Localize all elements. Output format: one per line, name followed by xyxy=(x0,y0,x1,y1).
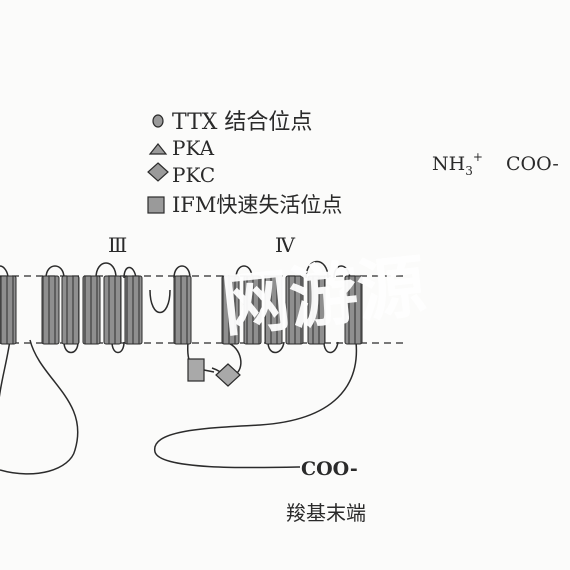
helix-iv-s3 xyxy=(264,275,283,345)
carboxyl-terminus-label: 羧基末端 xyxy=(286,501,366,525)
legend-ttx: TTX 结合位点 xyxy=(172,110,312,135)
legend: TTX 结合位点 PKA PKC IFM快速失活位点 xyxy=(147,110,342,217)
helix-iii-s2 xyxy=(61,275,80,345)
helix-iii-s6 xyxy=(173,275,192,345)
legend-pkc: PKC xyxy=(172,163,215,187)
ttx-marker-icon xyxy=(152,114,164,128)
helix-iii-s4 xyxy=(103,275,122,345)
helix-iv-s4 xyxy=(285,275,304,345)
legend-ifm: IFM快速失活位点 xyxy=(172,193,342,217)
pkc-diamond-icon xyxy=(147,162,169,182)
pka-triangle-icon xyxy=(148,143,168,155)
helix-iv-s2 xyxy=(243,275,262,345)
linker-segment xyxy=(203,369,215,373)
ifm-site-box xyxy=(187,358,205,382)
termini-labels: NH3+ COO- xyxy=(432,150,559,178)
legend-pka: PKA xyxy=(172,136,215,160)
nh3-label: NH3+ xyxy=(432,150,483,178)
ifm-box-icon xyxy=(147,196,165,214)
pkc-site-diamond xyxy=(215,363,241,387)
domain-iii-label: Ⅲ xyxy=(108,233,127,257)
transmembrane-helices xyxy=(0,275,363,345)
helix-iii-s5 xyxy=(124,275,143,345)
helix-iv-s1 xyxy=(221,275,240,345)
coo-tail-label: COO- xyxy=(301,458,358,480)
helix-iii-s1 xyxy=(41,275,60,345)
domain-iv-label: Ⅳ xyxy=(275,233,296,257)
helix-iv-s5 xyxy=(307,275,326,345)
coo-top-label: COO- xyxy=(506,153,559,175)
helix-left-edge xyxy=(0,275,17,345)
watermark: 网游源 xyxy=(218,247,429,347)
helix-iv-s6 xyxy=(344,275,363,345)
helix-iii-s3 xyxy=(82,275,101,345)
